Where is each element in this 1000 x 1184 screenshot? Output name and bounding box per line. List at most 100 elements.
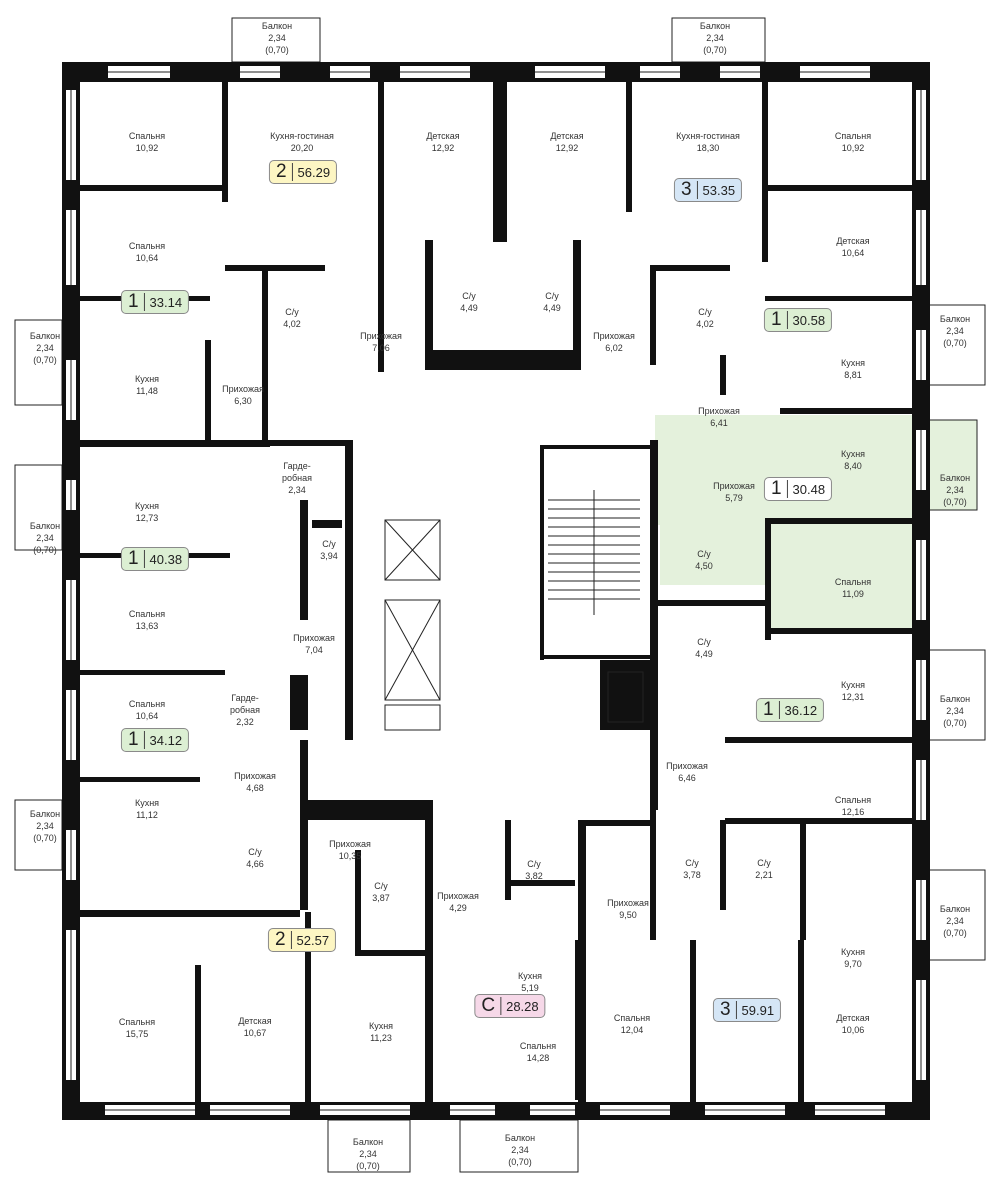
apartment-area: 30.48	[792, 481, 826, 497]
room-area: 14,28	[526, 1053, 550, 1063]
room-area: 12,73	[135, 513, 159, 523]
room-area: 12,16	[841, 807, 865, 817]
interior-wall	[573, 240, 581, 370]
room-sub: (0,70)	[943, 718, 967, 728]
room-sub: (0,70)	[33, 355, 57, 365]
room-area: 2,34	[36, 533, 54, 543]
interior-wall	[425, 800, 433, 1102]
apartment-area: 40.38	[149, 551, 183, 567]
room-name: Прихожая	[222, 384, 264, 394]
room-name: Кухня-гостиная	[270, 131, 334, 141]
apartment-area: 33.14	[149, 294, 183, 310]
room-area: 6,46	[678, 773, 696, 783]
room-area: 4,50	[695, 561, 713, 571]
apartment-area: 52.57	[296, 932, 330, 948]
shaft	[607, 671, 644, 723]
interior-wall	[80, 777, 200, 782]
room-name: С/у	[322, 539, 336, 549]
interior-wall	[222, 82, 228, 202]
room-label: Прихожая 6,46	[666, 760, 708, 784]
room-name: Детская	[550, 131, 584, 141]
apartment-rooms: 1	[763, 700, 780, 719]
room-sub: (0,70)	[356, 1161, 380, 1171]
room-name: С/у	[545, 291, 559, 301]
room-label: Кухня-гостиная 20,20	[270, 130, 334, 154]
room-name: Спальня	[118, 1017, 156, 1027]
outer-wall	[62, 62, 930, 82]
room-area: 11,23	[370, 1033, 392, 1043]
interior-wall	[540, 445, 652, 449]
apartment-rooms: 1	[128, 730, 145, 749]
interior-wall	[305, 800, 425, 820]
elevator-cross	[384, 519, 441, 581]
room-name: Кухня	[134, 798, 160, 808]
interior-wall	[650, 265, 730, 271]
interior-wall	[270, 440, 350, 446]
room-name: Балкон	[939, 473, 971, 483]
interior-wall	[580, 820, 650, 826]
interior-wall	[205, 340, 211, 440]
interior-wall	[780, 408, 912, 414]
room-name: Детская	[426, 131, 460, 141]
room-name: Балкон	[29, 331, 61, 341]
room-area: 2,34	[946, 485, 964, 495]
elevator-shaft	[384, 599, 441, 701]
room-name: Балкон	[939, 904, 971, 914]
room-area: 5,19	[521, 983, 539, 993]
room-name: С/у	[527, 859, 541, 869]
room-sub: (0,70)	[943, 338, 967, 348]
room-name: С/у	[685, 858, 699, 868]
room-area: 2,34	[359, 1149, 377, 1159]
room-name: Прихожая	[329, 839, 371, 849]
room-name: Прихожая	[666, 761, 708, 771]
room-name: Кухня	[840, 680, 866, 690]
apartment-rooms: 1	[128, 292, 145, 311]
interior-wall	[725, 818, 912, 824]
interior-wall	[762, 82, 768, 262]
room-name: С/у	[698, 307, 712, 317]
interior-wall	[798, 940, 804, 1102]
room-name: Прихожая	[593, 331, 635, 341]
room-name: Прихожая	[360, 331, 402, 341]
interior-wall	[262, 265, 268, 440]
apartment-area: 53.35	[702, 182, 736, 198]
interior-wall	[540, 445, 544, 660]
interior-wall	[345, 440, 353, 740]
room-area: 12,04	[620, 1025, 644, 1035]
room-name: Спальня	[834, 795, 872, 805]
room-name: Балкон	[261, 21, 293, 31]
interior-wall	[378, 82, 384, 372]
room-area: 4,66	[246, 859, 264, 869]
room-area: 20,20	[290, 143, 314, 153]
